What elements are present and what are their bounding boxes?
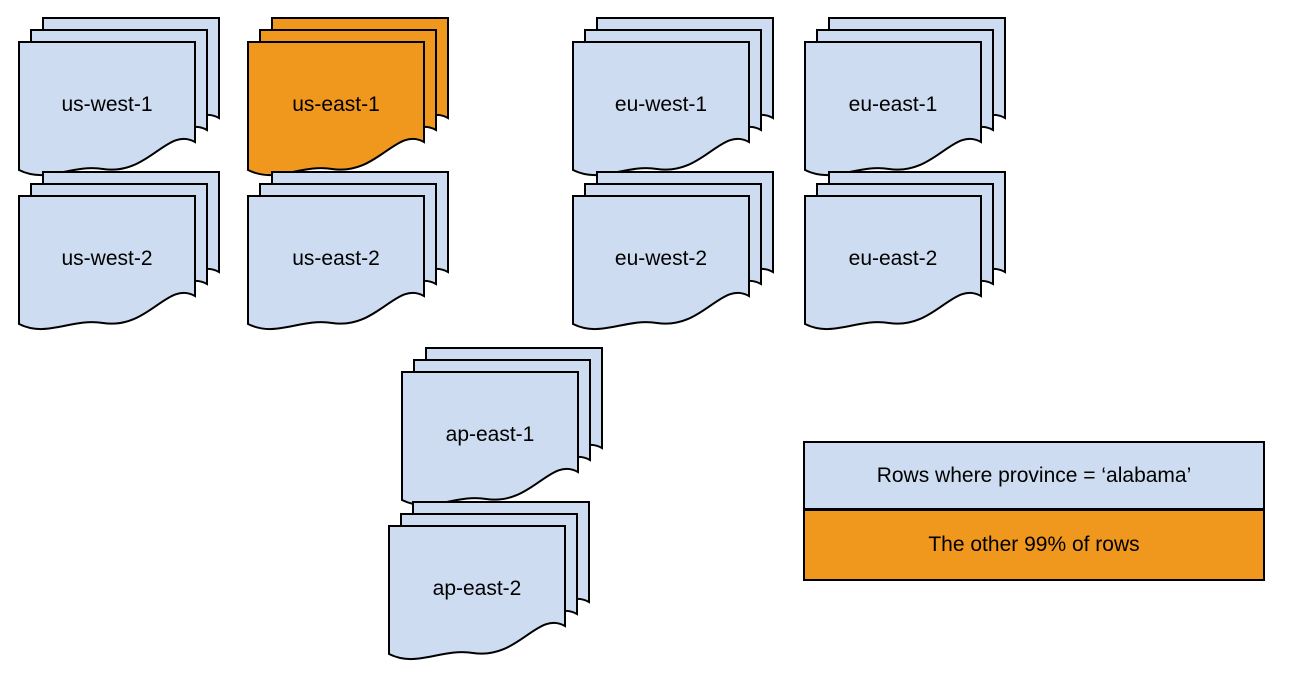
document-sheets [18, 171, 220, 331]
document-sheets [247, 171, 449, 331]
document-sheets [388, 501, 590, 661]
document-sheet [804, 195, 982, 331]
region-label: eu-east-2 [849, 247, 938, 270]
document-stack-graphic: us-east-1 [247, 17, 449, 177]
document-sheets [804, 171, 1006, 331]
region-label: us-west-1 [61, 93, 152, 116]
region-label: ap-east-1 [446, 423, 535, 446]
region-stack-us-west-1: us-west-1 [17, 16, 223, 180]
region-stack-ap-east-2: ap-east-2 [387, 500, 593, 664]
region-stack-us-east-1: us-east-1 [246, 16, 452, 180]
region-label: eu-west-2 [615, 247, 707, 270]
document-sheet [572, 195, 750, 331]
region-label: ap-east-2 [433, 577, 522, 600]
document-stack-graphic: us-east-2 [247, 171, 449, 331]
document-stack-graphic: eu-west-1 [572, 17, 774, 177]
legend-label-other-rows: The other 99% of rows [928, 533, 1140, 556]
region-stack-ap-east-1: ap-east-1 [400, 346, 606, 510]
document-sheets [572, 171, 774, 331]
region-stack-eu-east-2: eu-east-2 [803, 170, 1009, 334]
document-stack-graphic: ap-east-1 [401, 347, 603, 507]
document-sheet [388, 525, 566, 661]
region-stack-eu-east-1: eu-east-1 [803, 16, 1009, 180]
region-stack-eu-west-1: eu-west-1 [571, 16, 777, 180]
document-stack-graphic: eu-east-1 [804, 17, 1006, 177]
region-stack-eu-west-2: eu-west-2 [571, 170, 777, 334]
document-stack-graphic: us-west-1 [18, 17, 220, 177]
region-label: eu-west-1 [615, 93, 707, 116]
document-sheets [804, 17, 1006, 177]
legend-row-other-rows: The other 99% of rows [805, 511, 1263, 579]
region-stack-us-west-2: us-west-2 [17, 170, 223, 334]
region-label: us-west-2 [61, 247, 152, 270]
document-sheets [401, 347, 603, 507]
document-stack-graphic: ap-east-2 [388, 501, 590, 661]
legend-row-alabama: Rows where province = ‘alabama’ [805, 443, 1263, 511]
region-label: eu-east-1 [849, 93, 938, 116]
legend-label-alabama: Rows where province = ‘alabama’ [876, 463, 1192, 487]
document-stack-graphic: eu-east-2 [804, 171, 1006, 331]
region-stack-us-east-2: us-east-2 [246, 170, 452, 334]
legend: Rows where province = ‘alabama’ The othe… [803, 441, 1265, 581]
document-sheet [247, 195, 425, 331]
document-sheets [572, 17, 774, 177]
region-label: us-east-2 [292, 247, 380, 270]
document-stack-graphic: us-west-2 [18, 171, 220, 331]
region-label: us-east-1 [292, 93, 380, 116]
document-sheets [18, 17, 220, 177]
document-sheets [247, 17, 449, 177]
document-stack-graphic: eu-west-2 [572, 171, 774, 331]
document-sheet [18, 195, 196, 331]
